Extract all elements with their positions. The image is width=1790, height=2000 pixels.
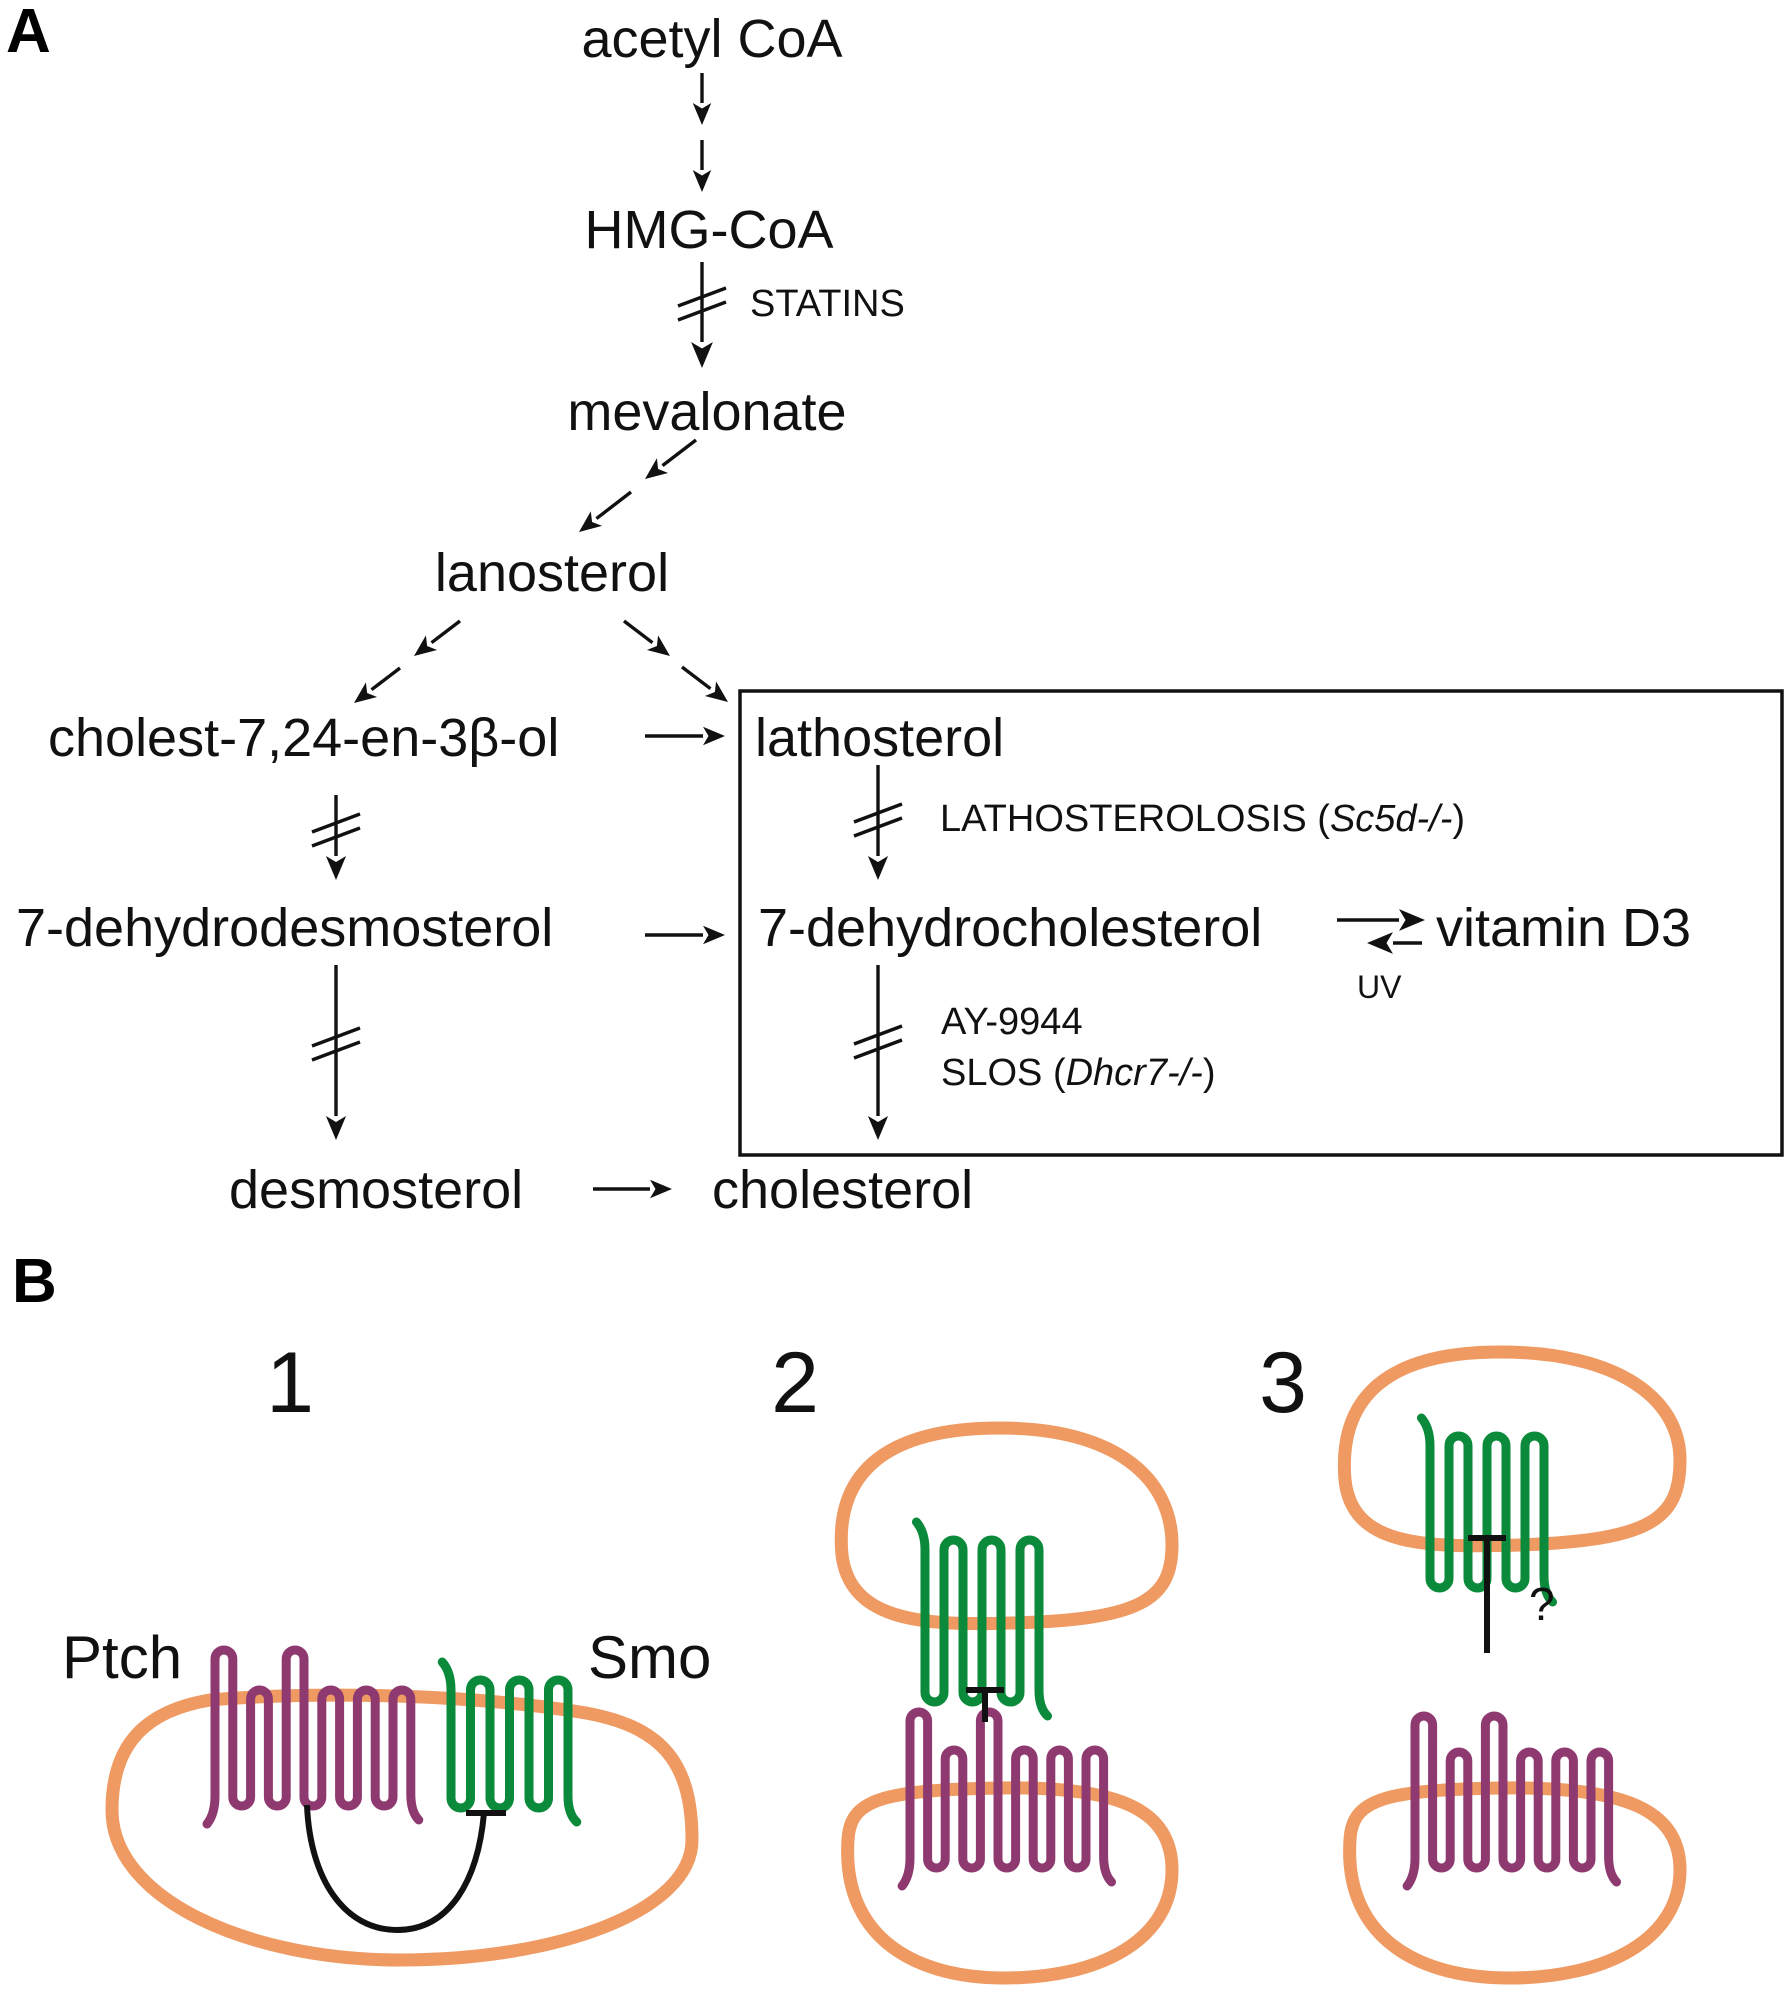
node-7-dehydrodesmosterol: 7-dehydrodesmosterol <box>16 898 553 958</box>
arrow-7dhd-to-7dhc <box>645 925 725 945</box>
dhcr7-gene: Dhcr7-/- <box>1066 1052 1203 1094</box>
lathosterolosis-block-icon <box>853 802 903 838</box>
sc5d-gene: Sc5d-/- <box>1330 798 1452 840</box>
arrowhead-icon <box>703 726 725 746</box>
arrow-lanosterol-left-step2 <box>354 666 402 703</box>
arrow-7dhc-to-vitamin-d3 <box>1337 909 1425 931</box>
annotation-slos: SLOS (Dhcr7-/-) <box>941 1052 1216 1094</box>
arrow-cholest-to-lathosterol <box>645 726 725 746</box>
ptch-protein <box>1402 1711 1622 1891</box>
arrow-vitamin-d3-to-7dhc <box>1367 932 1422 954</box>
ptch-protein <box>202 1645 424 1829</box>
node-acetyl-coa: acetyl CoA <box>581 9 842 69</box>
arrowhead-icon <box>646 635 670 656</box>
arrowhead-icon <box>579 511 603 532</box>
cell-membrane <box>105 1688 699 1967</box>
model-1: Ptch Smo <box>62 1624 711 1967</box>
arrow-lathosterol-to-7dhc <box>867 765 889 880</box>
arrow-lanosterol-right-step1 <box>622 619 670 656</box>
model-1-number: 1 <box>266 1335 314 1431</box>
node-mevalonate: mevalonate <box>567 382 846 442</box>
inhibition-arc <box>304 1804 487 1934</box>
arrow-mevalonate-step2 <box>579 490 633 532</box>
arrow-hmg-to-mevalonate <box>691 262 713 368</box>
arrow-lanosterol-right-step2 <box>680 665 728 702</box>
node-cholesterol: cholesterol <box>712 1160 973 1220</box>
arrowhead-icon <box>692 103 712 125</box>
arrow-7dhc-to-cholesterol <box>867 965 889 1140</box>
arrow-cholest-to-7dhd <box>325 795 347 880</box>
slos-text: SLOS ( <box>941 1052 1066 1094</box>
arrowhead-icon <box>1399 909 1425 931</box>
lathosterol-pathway-box <box>738 689 1784 1157</box>
arrow-7dhd-to-desmosterol <box>325 965 347 1140</box>
node-lanosterol: lanosterol <box>435 543 669 603</box>
node-hmg-coa: HMG-CoA <box>584 200 833 260</box>
arrowhead-icon <box>867 856 889 880</box>
arrowhead-icon <box>325 856 347 880</box>
arrowhead-icon <box>650 1179 672 1199</box>
arrowhead-icon <box>325 1116 347 1140</box>
smo-protein <box>437 1657 582 1827</box>
cell-membrane-top <box>834 1421 1179 1631</box>
smo-label: Smo <box>588 1624 711 1691</box>
model-2-number: 2 <box>771 1335 819 1431</box>
slos-close: ) <box>1203 1052 1216 1094</box>
arrowhead-icon <box>354 682 378 703</box>
model-2 <box>834 1421 1179 1985</box>
node-desmosterol: desmosterol <box>229 1160 523 1220</box>
arrowhead-icon <box>703 925 725 945</box>
annotation-ay9944: AY-9944 <box>941 1001 1083 1043</box>
slos-block-icon <box>853 1024 903 1060</box>
arrowhead-icon <box>1367 932 1393 954</box>
smo-protein <box>911 1517 1053 1721</box>
arrow-mevalonate-step1 <box>645 438 698 479</box>
question-mark: ? <box>1529 1578 1555 1630</box>
node-vitamin-d3: vitamin D3 <box>1436 898 1691 958</box>
arrow-desmosterol-to-cholesterol <box>593 1179 672 1199</box>
panel-a-label: A <box>6 0 51 66</box>
pathway-arrows <box>311 73 1425 1199</box>
node-7-dehydrocholesterol: 7-dehydrocholesterol <box>758 898 1262 958</box>
arrowhead-icon <box>704 681 728 702</box>
node-lathosterol: lathosterol <box>755 708 1004 768</box>
arrow-lanosterol-left-step1 <box>414 619 462 656</box>
arrowhead-icon <box>692 170 712 192</box>
block-mark-icon <box>311 1026 361 1062</box>
cell-membrane-bottom <box>841 1781 1179 1985</box>
cell-membrane-bottom <box>1343 1781 1687 1985</box>
block-mark-icon <box>311 812 361 848</box>
model-3: ? <box>1337 1345 1687 1985</box>
cell-membrane-top <box>1337 1345 1687 1553</box>
arrowhead-icon <box>414 635 438 656</box>
node-cholest-7-24-en-3b-ol: cholest-7,24-en-3β-ol <box>48 708 559 768</box>
arrowhead-icon <box>645 458 669 479</box>
annotation-uv: UV <box>1357 969 1402 1005</box>
ptch-protein <box>897 1707 1117 1891</box>
ptch-label: Ptch <box>62 1624 182 1691</box>
annotation-statins: STATINS <box>750 283 905 325</box>
statins-block-icon <box>677 286 727 322</box>
arrow-acetyl-step2 <box>692 140 712 192</box>
arrowhead-icon <box>867 1116 889 1140</box>
model-3-number: 3 <box>1259 1335 1307 1431</box>
annotation-lathosterolosis: LATHOSTEROLOSIS (Sc5d-/-) <box>940 798 1465 840</box>
panel-b-label: B <box>12 1247 57 1316</box>
arrowhead-icon <box>691 342 713 368</box>
arrow-acetyl-step1 <box>692 73 712 125</box>
lathosterolosis-text: LATHOSTEROLOSIS ( <box>940 798 1330 840</box>
lathosterolosis-close: ) <box>1452 798 1465 840</box>
smo-protein <box>1416 1413 1558 1607</box>
